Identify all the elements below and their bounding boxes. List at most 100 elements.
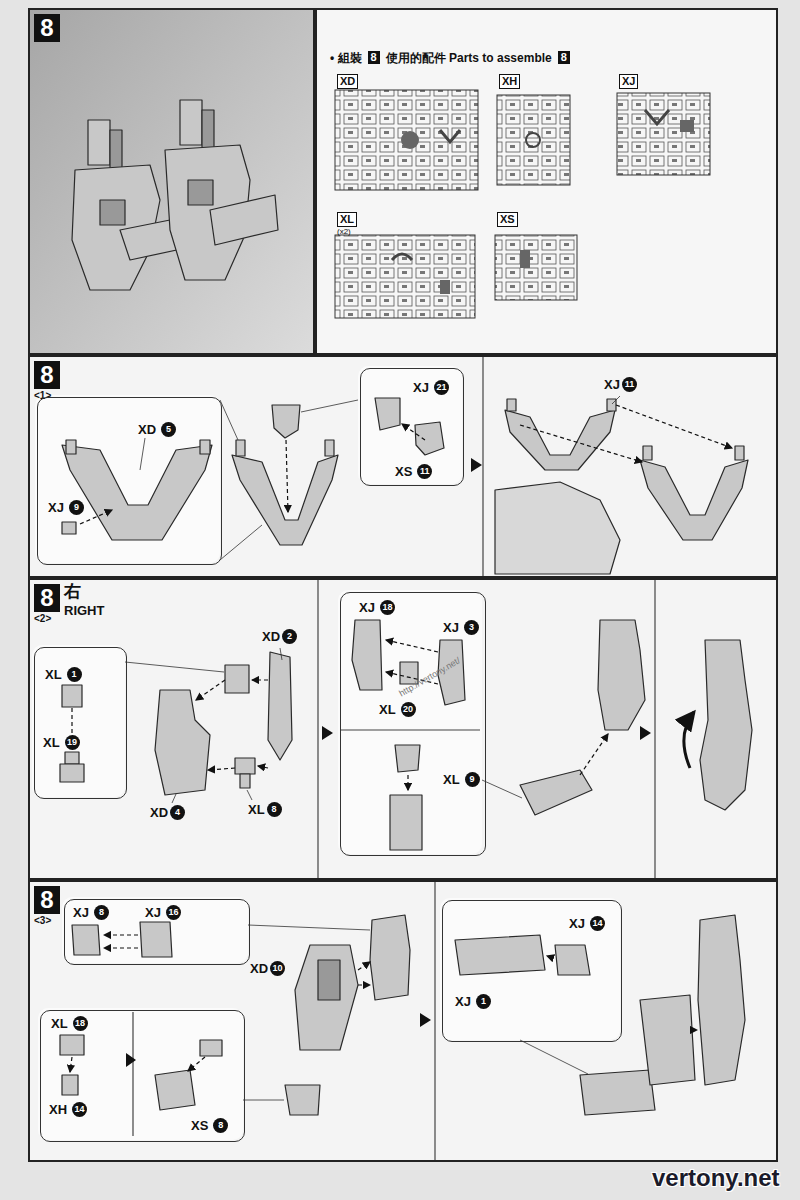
page-grounds: [338, 590, 482, 854]
part-illustrations: [180, 100, 202, 145]
assembly-arrows: [104, 947, 138, 948]
part-illustrations: [640, 460, 748, 540]
part-illustrations: [62, 1075, 78, 1095]
callout-number: 10: [270, 961, 285, 976]
part-illustrations: [188, 180, 213, 205]
part-callout: XJ: [145, 906, 161, 919]
parts-heading: • 組裝: [330, 52, 362, 64]
assembly-arrows: [70, 1057, 72, 1072]
part-callout: XS: [395, 465, 412, 478]
part-illustrations: [598, 620, 645, 730]
part-callout: XL: [45, 668, 62, 681]
step-panel: 8<2>右RIGHTXL1XL19XJ18XJ3XL20XL9: [28, 578, 778, 880]
part-callout: XJ: [413, 381, 429, 394]
step-panel: 8<1>XD5XJ9XJ21XS11: [28, 355, 778, 578]
runner-parts: [392, 254, 412, 260]
part-callout: XL: [51, 1017, 68, 1030]
step-number: 8: [34, 14, 60, 42]
callout-number: 14: [72, 1102, 87, 1117]
runner-sheet: XS: [495, 210, 582, 305]
part-callout: XD: [250, 962, 268, 975]
part-illustrations: [232, 455, 338, 545]
runner-parts: [645, 110, 669, 124]
side-label: 右: [64, 583, 81, 600]
part-illustrations: [640, 995, 695, 1085]
runner-tag: XL: [337, 212, 357, 227]
part-illustrations: [580, 1070, 655, 1115]
part-illustrations: [72, 925, 100, 955]
runner-sheets: [335, 235, 475, 318]
step-arrows: [322, 726, 333, 740]
callout-number: 5: [161, 422, 176, 437]
part-illustrations: [495, 482, 620, 574]
callout-number: 1: [67, 667, 82, 682]
part-illustrations: [62, 445, 212, 540]
part-callout: XL: [43, 736, 60, 749]
part-illustrations: [200, 440, 210, 454]
part-callout: XJ: [604, 378, 620, 391]
callout-number: 18: [380, 600, 395, 615]
separators: [434, 882, 435, 1160]
callout-number: 21: [434, 380, 449, 395]
page-grounds: [38, 1008, 243, 1140]
part-illustrations: [643, 446, 652, 460]
runner-tag: XD: [337, 74, 358, 89]
separators: [132, 1012, 133, 1136]
substep-number: <1>: [34, 391, 51, 401]
leader-lines: [172, 794, 176, 803]
step-arrows: [640, 726, 651, 740]
part-illustrations: [507, 399, 516, 411]
leader-lines: [612, 396, 620, 404]
part-callout: XL: [379, 703, 396, 716]
callout-number: 2: [282, 629, 297, 644]
assembly-arrows: [547, 956, 553, 958]
callout-number: 8: [267, 802, 282, 817]
runner-parts: [526, 133, 540, 147]
parts-heading: 使用的配件 Parts to assemble: [386, 52, 552, 64]
detail-inset: XJ18XJ3XL20XL9: [340, 592, 486, 856]
runner-sheets: [497, 95, 570, 185]
detail-inset: XJ 21XS 11: [360, 368, 464, 486]
part-callout: XJ: [48, 501, 64, 514]
step-arrows: [126, 1053, 136, 1067]
runner-parts: [680, 120, 694, 132]
runner-count: (x2): [337, 228, 351, 236]
part-callout: XH: [49, 1103, 67, 1116]
runner-sheet: XD: [335, 72, 483, 194]
part-illustrations: [210, 195, 278, 245]
assembly-arrows: [407, 775, 408, 790]
part-illustrations: [395, 745, 420, 772]
page-grounds: [32, 645, 125, 797]
part-callout: XJ: [73, 906, 89, 919]
part-callout: XJ: [443, 621, 459, 634]
assembly-arrows: [258, 766, 268, 768]
page-grounds: [28, 8, 778, 1162]
page-grounds: [358, 366, 462, 484]
callout-number: 11: [622, 377, 637, 392]
step-panel: 8<3>XJ8XJ16XL18XH14XS8XJ14XJ1: [28, 880, 778, 1162]
leader-lines: [247, 790, 252, 800]
assembly-arrows: [104, 934, 138, 935]
runner-sheets: [495, 235, 577, 300]
watermark: vertony.net: [652, 1166, 780, 1190]
runner-tag: XH: [499, 74, 520, 89]
leader-lines: [280, 648, 282, 660]
leader-lines: [243, 1100, 284, 1101]
page-grounds: [28, 355, 778, 1162]
detail-inset: XJ14XJ1: [442, 900, 622, 1042]
separators: [482, 357, 483, 576]
callout-number: 11: [417, 464, 432, 479]
separators: [317, 580, 318, 878]
part-illustrations: [202, 110, 214, 150]
part-illustrations: [698, 915, 745, 1085]
step-number: 8: [34, 584, 60, 612]
assembly-arrows: [690, 1029, 697, 1030]
callout-number: 9: [69, 500, 84, 515]
part-illustrations: [60, 764, 84, 782]
part-callout: XJ: [455, 995, 471, 1008]
callout-number: 18: [73, 1016, 88, 1031]
separators: [654, 580, 655, 878]
assembly-arrows: [580, 734, 608, 775]
part-illustrations: [295, 945, 358, 1050]
part-illustrations: [325, 440, 334, 456]
